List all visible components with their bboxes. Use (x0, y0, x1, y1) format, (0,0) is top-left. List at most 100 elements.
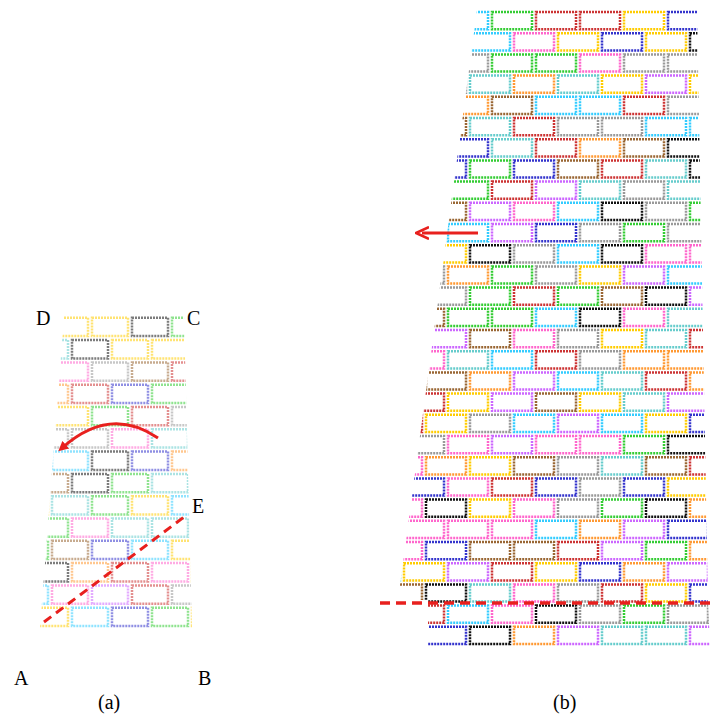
brick (668, 436, 708, 453)
brick (492, 12, 532, 29)
brick (514, 457, 554, 474)
brick (536, 54, 576, 71)
brick (492, 224, 532, 241)
brick (492, 97, 532, 114)
brick (580, 606, 620, 623)
brick (360, 266, 400, 283)
brick (12, 362, 48, 380)
brick (580, 436, 620, 453)
brick (360, 224, 400, 241)
brick (492, 606, 532, 623)
brick (32, 519, 68, 537)
brick (558, 33, 598, 50)
brick (404, 563, 444, 580)
brick (448, 521, 488, 538)
brick (132, 318, 168, 336)
failure-plane (44, 514, 188, 622)
brick (690, 245, 712, 262)
brick (668, 521, 708, 538)
brick (32, 429, 68, 447)
brick (360, 478, 400, 495)
brick (426, 372, 466, 389)
brick (448, 563, 488, 580)
brick (668, 54, 708, 71)
brick (404, 606, 444, 623)
brick (558, 203, 598, 220)
brick (558, 500, 598, 517)
brick (690, 203, 712, 220)
brick (624, 266, 664, 283)
brick (382, 415, 422, 432)
brick (92, 496, 128, 514)
brick (470, 415, 510, 432)
brick (72, 340, 108, 358)
brick (492, 266, 532, 283)
brick (382, 330, 422, 347)
brick (404, 266, 444, 283)
brick (690, 330, 712, 347)
sliding-arrow (422, 232, 478, 235)
brick (624, 394, 664, 411)
brick (536, 97, 576, 114)
brick (580, 563, 620, 580)
brick (92, 585, 128, 603)
corner-label: A (14, 668, 28, 688)
brick (690, 500, 712, 517)
brick (470, 372, 510, 389)
brick (492, 351, 532, 368)
brick (360, 394, 400, 411)
brick (382, 160, 422, 177)
brick (382, 76, 422, 93)
corner-label: D (36, 308, 50, 328)
brick (646, 627, 686, 644)
brick (624, 436, 664, 453)
brick (448, 139, 488, 156)
brick (426, 627, 466, 644)
brick (32, 385, 68, 403)
brick (668, 97, 708, 114)
brick (152, 563, 188, 581)
brick (690, 542, 712, 559)
brick (360, 563, 400, 580)
brick (12, 407, 48, 425)
brick (580, 182, 620, 199)
brick (580, 12, 620, 29)
brick (646, 118, 686, 135)
brick (668, 309, 708, 326)
brick (492, 309, 532, 326)
brick (492, 521, 532, 538)
brick (92, 452, 128, 470)
brick (426, 33, 466, 50)
brick (580, 351, 620, 368)
brick (426, 76, 466, 93)
brick (492, 478, 532, 495)
brick (382, 372, 422, 389)
brick (536, 309, 576, 326)
brick (690, 584, 712, 601)
brick (624, 224, 664, 241)
brick (646, 203, 686, 220)
brick (172, 541, 208, 559)
brick (690, 372, 712, 389)
brick (192, 563, 228, 581)
brick (602, 160, 642, 177)
brick (52, 362, 88, 380)
brick (690, 76, 712, 93)
brick (514, 415, 554, 432)
brick-courses-a (12, 318, 228, 626)
brick (470, 500, 510, 517)
brick (382, 245, 422, 262)
brick (558, 542, 598, 559)
brick (470, 330, 510, 347)
brick (470, 584, 510, 601)
brick (448, 309, 488, 326)
brick (624, 478, 664, 495)
brick (624, 139, 664, 156)
brick (382, 118, 422, 135)
brick (448, 266, 488, 283)
brick (668, 563, 708, 580)
brick (360, 139, 400, 156)
brick (448, 394, 488, 411)
brick (536, 563, 576, 580)
brick (492, 139, 532, 156)
